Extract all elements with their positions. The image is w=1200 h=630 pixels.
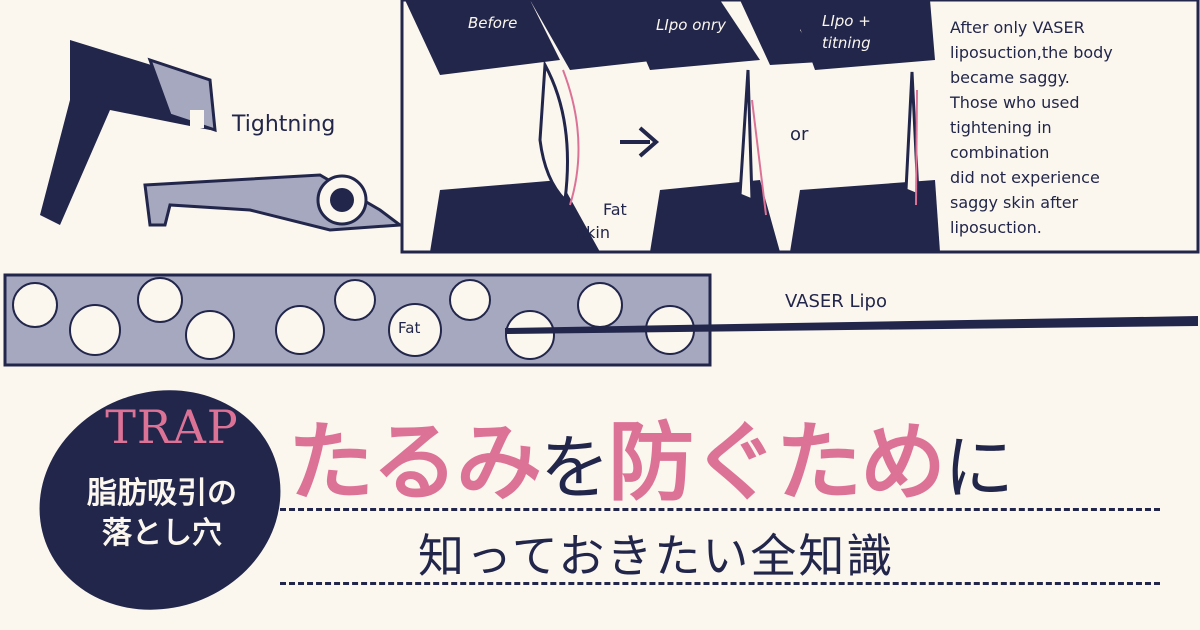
before-label: Before <box>468 14 517 32</box>
lipo-plus-label-2: titning <box>822 34 871 52</box>
divider-top <box>280 508 1160 511</box>
badge-line-1: 脂肪吸引の <box>87 476 237 511</box>
headline-part-1: たるみ <box>288 413 542 513</box>
svg-text:became saggy.: became saggy. <box>950 68 1070 87</box>
svg-text:did not experience: did not experience <box>950 168 1100 187</box>
headline-part-4: に <box>944 427 1014 509</box>
trap-badge <box>39 390 281 610</box>
lipo-only-label: LIpo onry <box>656 16 727 34</box>
body-figures <box>405 0 940 252</box>
fat-label: Fat <box>603 200 627 219</box>
svg-text:liposuction,the body: liposuction,the body <box>950 43 1113 62</box>
svg-text:After only VASER: After only VASER <box>950 18 1085 37</box>
svg-text:liposuction.: liposuction. <box>950 218 1042 237</box>
svg-text:combination: combination <box>950 143 1049 162</box>
explanation-note: After only VASER liposuction,the body be… <box>949 18 1113 237</box>
badge-line-2: 落とし穴 <box>102 516 222 551</box>
headline-part-3: 防ぐため <box>608 413 946 513</box>
svg-text:tightening in: tightening in <box>950 118 1052 137</box>
tightening-device-illustration <box>40 40 405 232</box>
vaser-lipo-label: VASER Lipo <box>785 291 887 312</box>
badge-trap: TRAP <box>105 400 239 454</box>
headline: たるみを防ぐために <box>288 392 1014 517</box>
device-label: Tightning <box>231 112 335 137</box>
tissue-illustration <box>3 273 1198 367</box>
lipo-plus-label: LIpo + <box>822 12 871 30</box>
subheadline: 知っておきたい全知識 <box>418 529 895 583</box>
tissue-fat-label: Fat <box>398 319 420 337</box>
divider-bottom <box>280 582 1160 585</box>
or-label: or <box>790 124 809 145</box>
skin-label: Skin <box>576 223 610 242</box>
svg-text:saggy skin after: saggy skin after <box>950 193 1079 212</box>
headline-part-2: を <box>540 427 610 509</box>
svg-text:Those who used: Those who used <box>949 93 1080 112</box>
